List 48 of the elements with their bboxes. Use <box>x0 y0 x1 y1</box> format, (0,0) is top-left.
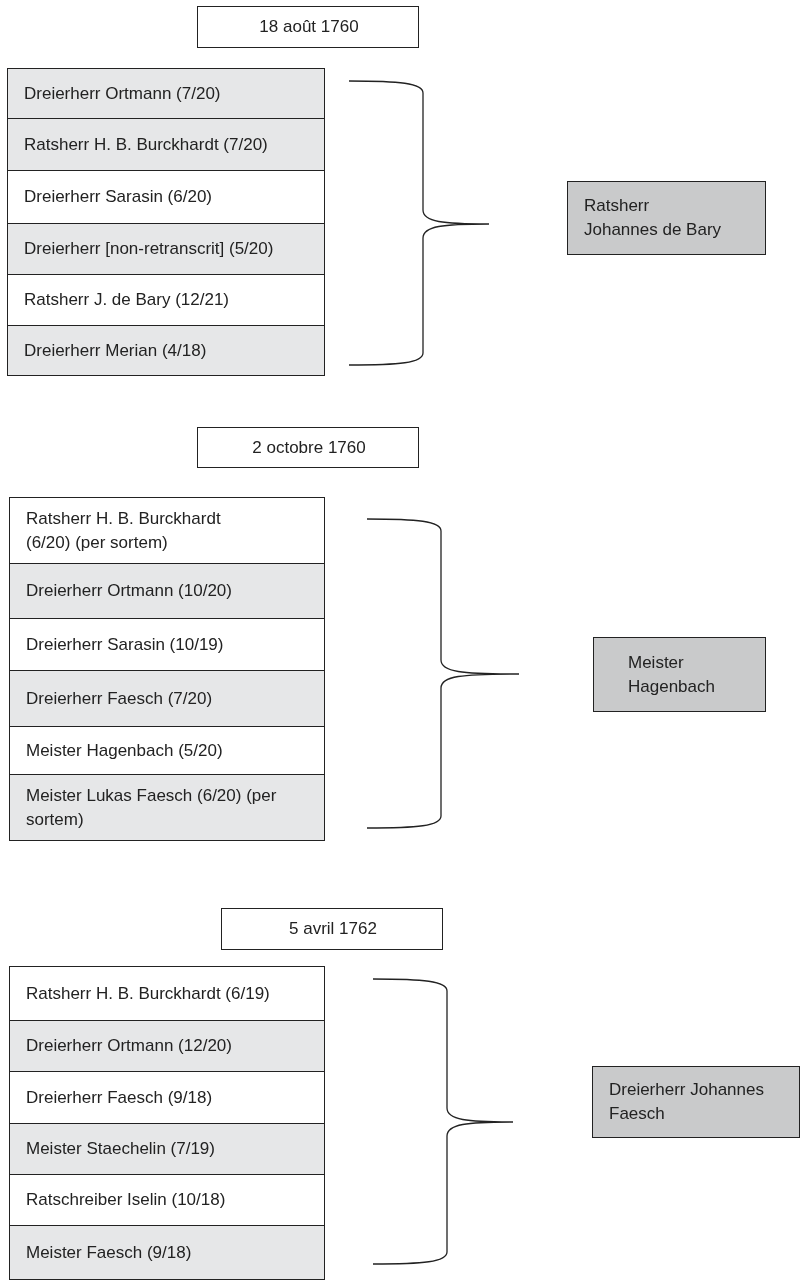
name-text: Dreierherr Faesch (9/18) <box>26 1086 213 1109</box>
candidate-row <box>7 68 325 119</box>
name-text: Ratsherr Johannes de Bary <box>584 195 723 241</box>
candidate-row <box>7 118 325 171</box>
name-text: Ratsherr H. B. Burckhardt (6/19) <box>26 982 270 1005</box>
name-text: Meister Lukas Faesch (6/20) (per sortem) <box>26 784 278 831</box>
date-box <box>221 908 443 950</box>
name-text: 5 avril 1762 <box>289 918 377 940</box>
candidate-row <box>7 325 325 376</box>
name-text: Meister Hagenbach <box>628 651 716 698</box>
name-text: Dreierherr Faesch (7/20) <box>26 687 213 710</box>
name-text: Dreierherr Sarasin (6/20) <box>24 186 212 208</box>
result-box <box>592 1066 800 1138</box>
name-text: Dreierherr Ortmann (7/20) <box>24 82 221 105</box>
candidate-row <box>9 563 325 619</box>
candidate-row <box>7 223 325 275</box>
name-text: Ratschreiber Iselin (10/18) <box>26 1189 226 1211</box>
candidate-row <box>9 726 325 775</box>
name-text: 2 octobre 1760 <box>252 436 366 459</box>
candidate-row <box>9 1225 325 1280</box>
candidate-row <box>9 497 325 564</box>
candidate-row <box>9 1123 325 1175</box>
name-text: Ratsherr H. B. Burckhardt (7/20) <box>24 133 268 156</box>
name-text: Meister Hagenbach (5/20) <box>26 739 223 762</box>
name-text: Ratsherr J. de Bary (12/21) <box>24 289 230 311</box>
candidate-row <box>9 1174 325 1226</box>
name-text: Meister Faesch (9/18) <box>26 1241 192 1264</box>
name-text: Dreierherr Ortmann (12/20) <box>26 1035 232 1057</box>
candidate-row <box>7 274 325 326</box>
candidate-row <box>9 618 325 671</box>
date-box <box>197 427 419 468</box>
candidate-row <box>9 1071 325 1124</box>
name-text: Dreierherr Sarasin (10/19) <box>26 633 224 656</box>
candidate-row <box>9 966 325 1021</box>
result-box <box>567 181 766 255</box>
name-text: Dreierherr Johannes Faesch <box>609 1079 765 1125</box>
result-box <box>593 637 766 712</box>
candidate-row <box>9 1020 325 1072</box>
candidate-row <box>9 774 325 841</box>
name-text: Dreierherr [non-retranscrit] (5/20) <box>24 238 274 260</box>
name-text: 18 août 1760 <box>259 16 359 38</box>
name-text: Dreierherr Ortmann (10/20) <box>26 580 232 602</box>
name-text: Ratsherr H. B. Burckhardt (6/20) (per sortem) <box>26 507 222 554</box>
name-text: Meister Staechelin (7/19) <box>26 1138 215 1160</box>
name-text: Dreierherr Merian (4/18) <box>24 339 207 362</box>
candidate-row <box>7 170 325 224</box>
date-box <box>197 6 419 48</box>
candidate-row <box>9 670 325 727</box>
